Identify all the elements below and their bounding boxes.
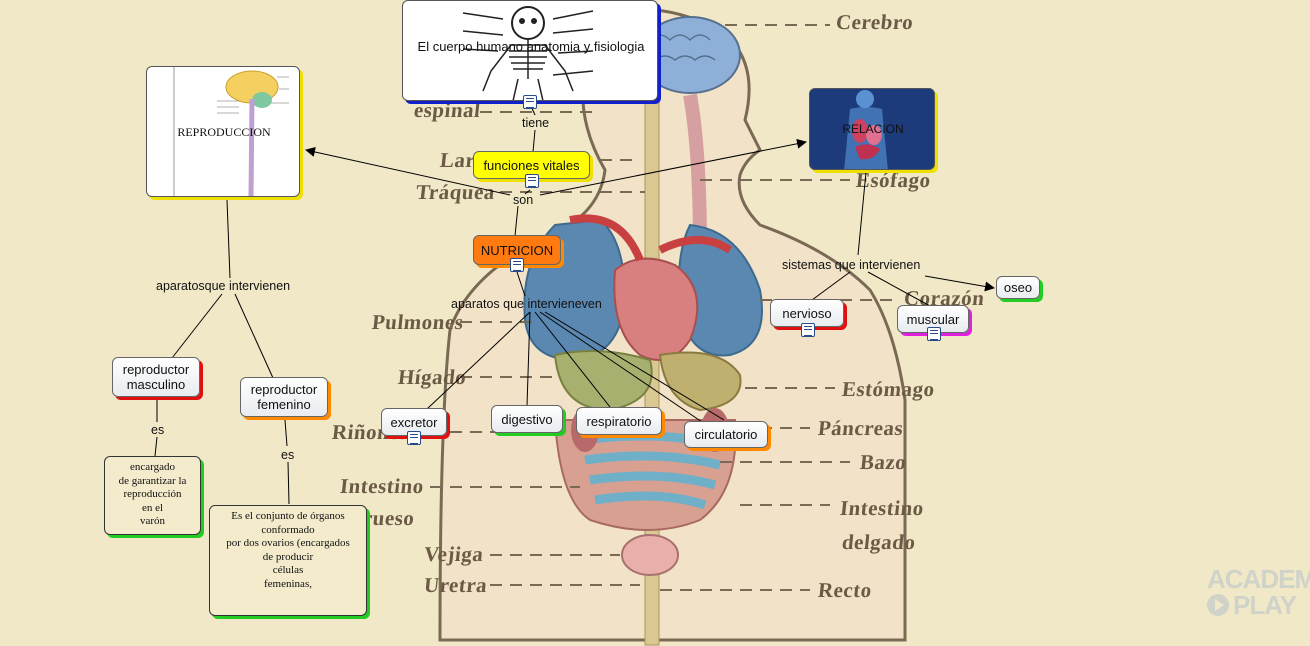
cuerpo-humano-image-node[interactable]: El cuerpo humano anatomia y fisiologia	[402, 0, 658, 101]
link-label-aparatos-reproduccion: aparatosque intervienen	[156, 279, 291, 293]
body-organs-image	[810, 89, 934, 169]
brain-spine-image	[173, 67, 289, 196]
link-label-es-femenino: es	[281, 448, 295, 462]
document-icon-cuerpo[interactable]	[523, 95, 537, 109]
nervioso-node[interactable]: nervioso	[770, 299, 844, 327]
watermark-play: PLAY	[1207, 592, 1310, 618]
link-label-sistemas-relacion: sistemas que intervienen	[782, 258, 921, 272]
nutricion-node[interactable]: NUTRICION	[473, 235, 561, 265]
link-label-tiene: tiene	[522, 116, 550, 130]
play-icon	[1207, 594, 1229, 616]
document-icon-funciones[interactable]	[525, 174, 539, 188]
link-label-aparatos-nutricion: aparatos que intervieneven	[451, 297, 602, 311]
oseo-node[interactable]: oseo	[996, 276, 1040, 299]
document-icon-nervioso[interactable]	[801, 323, 815, 337]
watermark-academia: ACADEMIA	[1207, 564, 1310, 594]
respiratorio-node[interactable]: respiratorio	[576, 407, 662, 435]
reproduccion-title: REPRODUCCION	[177, 125, 271, 139]
digestivo-node[interactable]: digestivo	[491, 405, 563, 433]
note-femenino[interactable]: Es el conjunto de órganos conformado por…	[209, 505, 367, 616]
academia-play-watermark: ACADEMIA PLAY	[1207, 566, 1310, 618]
reproductor-masculino-node[interactable]: reproductor masculino	[112, 357, 200, 397]
circulatorio-node[interactable]: circulatorio	[684, 421, 768, 448]
note-masculino[interactable]: encargado de garantizar la reproducción …	[104, 456, 201, 535]
document-icon-excretor[interactable]	[407, 431, 421, 445]
skeleton-image	[462, 6, 594, 100]
document-icon-muscular[interactable]	[927, 327, 941, 341]
relacion-title: RELACION	[842, 122, 904, 136]
link-label-son: son	[513, 193, 534, 207]
relacion-image-node[interactable]: RELACION	[809, 88, 935, 170]
reproduccion-image-node[interactable]: REPRODUCCION	[146, 66, 300, 197]
link-label-es-masculino: es	[151, 423, 165, 437]
reproductor-femenino-node[interactable]: reproductor femenino	[240, 377, 328, 417]
watermark-play-text: PLAY	[1233, 590, 1297, 620]
cuerpo-humano-title: El cuerpo humano anatomia y fisiologia	[417, 39, 645, 54]
document-icon-nutricion[interactable]	[510, 258, 524, 272]
